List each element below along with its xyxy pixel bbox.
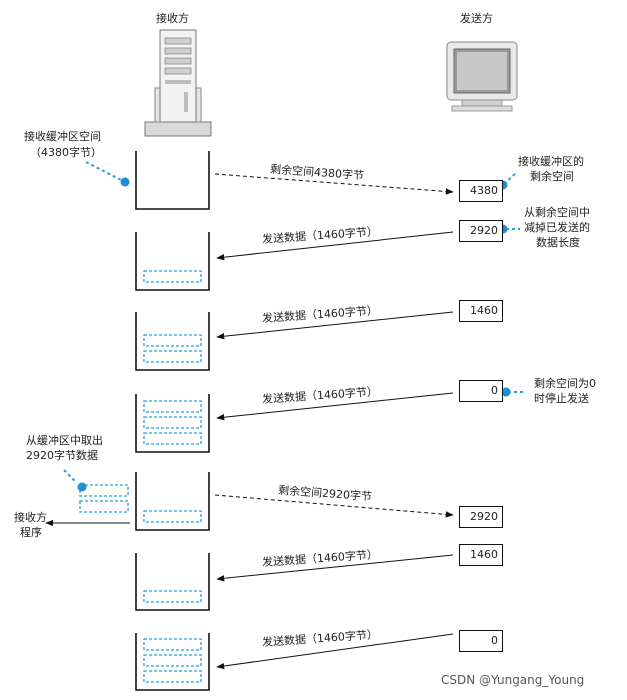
receive-buffer: [135, 553, 210, 611]
take-out-note-line2: 2920字节数据: [26, 449, 98, 462]
take-out-note-line1: 从缓冲区中取出: [26, 434, 103, 447]
buffer-data-slot: [143, 638, 202, 651]
remaining-space-value: 2920: [459, 220, 503, 242]
buffer-data-slot: [143, 510, 202, 523]
buffer-space-note-line1: 接收缓冲区空间: [24, 130, 101, 143]
send-data-arrow: [216, 392, 454, 421]
annotation-leaders: [63, 161, 526, 492]
remaining-space-value: 1460: [459, 544, 503, 566]
receive-buffer: [135, 394, 210, 453]
buffer-data-slot: [143, 270, 202, 283]
receiver-program-line1: 接收方: [14, 511, 47, 524]
buffer-data-slot: [143, 654, 202, 667]
send-data-arrow: [216, 633, 454, 670]
buffer-data-slot: [143, 432, 202, 445]
send-data-arrow: [216, 554, 454, 582]
window-update-arrow: [214, 494, 454, 518]
receiver-header: 接收方: [156, 12, 189, 25]
taken-out-data: [45, 484, 130, 527]
sender-header: 发送方: [460, 12, 493, 25]
subtract-note-line2: 减掉已发送的: [524, 221, 590, 234]
remaining-space-value: 1460: [459, 300, 503, 322]
stop-note-line2: 时停止发送: [534, 392, 589, 405]
buffer-data-slot: [143, 400, 202, 413]
watermark: CSDN @Yungang_Young: [441, 673, 585, 687]
receiver-program-line2: 程序: [20, 526, 42, 539]
remaining-space-value: 2920: [459, 506, 503, 528]
window-update-arrow: [214, 173, 454, 195]
send-data-arrow: [216, 231, 454, 261]
receive-buffer: [135, 151, 210, 210]
receive-buffer: [135, 633, 210, 691]
sender-buffer-note-line1: 接收缓冲区的: [518, 155, 584, 168]
remaining-space-value: 0: [459, 630, 503, 652]
receive-buffer: [135, 312, 210, 371]
buffer-space-note-line2: （4380字节）: [30, 146, 102, 159]
buffer-data-slot: [143, 350, 202, 363]
buffer-data-slot: [143, 416, 202, 429]
buffer-data-slot: [143, 334, 202, 347]
remaining-space-value: 4380: [459, 180, 503, 202]
steps-layer: [135, 151, 454, 691]
monitor-icon: [446, 41, 518, 112]
receive-buffer: [135, 472, 210, 531]
buffer-data-slot: [143, 670, 202, 683]
server-icon: [144, 29, 212, 137]
buffer-data-slot: [143, 590, 202, 603]
stop-note-line1: 剩余空间为0: [534, 377, 596, 390]
subtract-note-line1: 从剩余空间中: [524, 206, 590, 219]
subtract-note-line3: 数据长度: [536, 236, 580, 249]
sender-buffer-note-line2: 剩余空间: [530, 170, 574, 183]
remaining-space-value: 0: [459, 380, 503, 402]
send-data-arrow: [216, 311, 454, 340]
receive-buffer: [135, 232, 210, 291]
